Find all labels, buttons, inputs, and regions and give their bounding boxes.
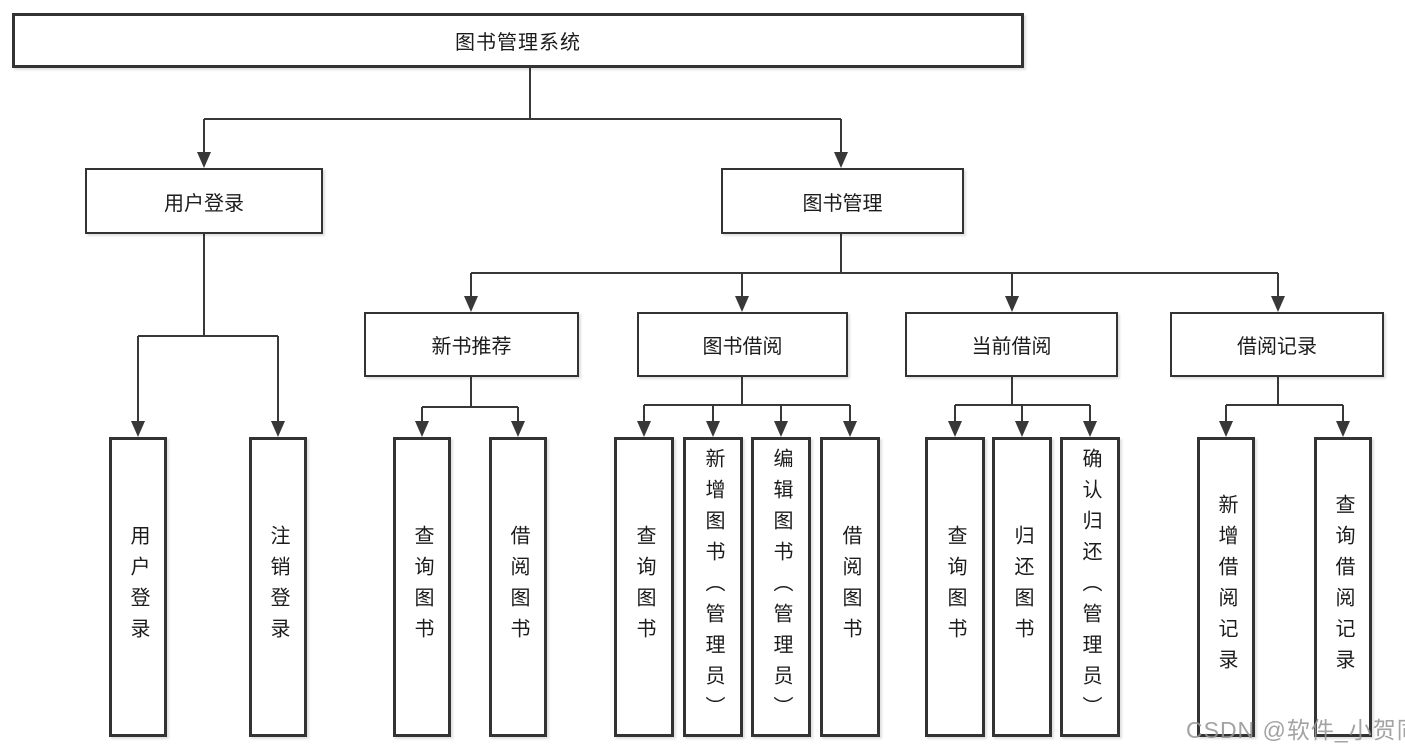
node-book-management: 图书管理 [721, 168, 964, 234]
leaf-label: 新增借阅记录 [1215, 494, 1237, 680]
node-label: 图书借阅 [702, 336, 783, 358]
leaf-label: 查询图书 [411, 525, 433, 649]
leaf-bb-borrow-books: 借阅图书 [820, 437, 880, 737]
leaf-br-add-record: 新增借阅记录 [1197, 437, 1255, 737]
leaf-cb-confirm-return-admin: 确认归还（管理员） [1060, 437, 1120, 737]
node-label: 用户登录 [164, 192, 244, 215]
leaf-br-query-record: 查询借阅记录 [1314, 437, 1372, 737]
leaf-label: 用户登录 [127, 525, 149, 649]
node-label: 当前借阅 [971, 336, 1052, 358]
node-label: 借阅记录 [1237, 336, 1317, 358]
leaf-user-login: 用户登录 [109, 437, 167, 737]
leaf-label: 借阅图书 [507, 525, 529, 649]
leaf-label: 注销登录 [267, 525, 289, 649]
leaf-cb-return-books: 归还图书 [992, 437, 1052, 737]
leaf-bb-query-books: 查询图书 [614, 437, 674, 737]
leaf-label: 确认归还（管理员） [1079, 447, 1101, 727]
node-user-login: 用户登录 [85, 168, 323, 234]
node-current-borrowing: 当前借阅 [905, 312, 1118, 377]
leaf-label: 归还图书 [1011, 525, 1033, 649]
leaf-bb-edit-books-admin: 编辑图书（管理员） [751, 437, 811, 737]
csdn-watermark: CSDN @软件_小贺同学 [1186, 717, 1405, 743]
leaf-label: 查询图书 [944, 525, 966, 649]
leaf-cb-query-books: 查询图书 [925, 437, 985, 737]
leaf-label: 编辑图书（管理员） [770, 447, 792, 727]
leaf-logout: 注销登录 [249, 437, 307, 737]
leaf-label: 新增图书（管理员） [702, 447, 724, 727]
leaf-nbr-query-books: 查询图书 [393, 437, 451, 737]
leaf-label: 查询图书 [633, 525, 655, 649]
node-library-management-system: 图书管理系统 [12, 13, 1024, 68]
edge-arrows [131, 119, 1350, 437]
node-label: 图书管理 [802, 192, 883, 215]
node-label: 图书管理系统 [455, 32, 581, 54]
node-book-borrowing: 图书借阅 [637, 312, 848, 377]
node-borrowing-records: 借阅记录 [1170, 312, 1384, 377]
leaf-nbr-borrow-books: 借阅图书 [489, 437, 547, 737]
node-new-book-recommendation: 新书推荐 [364, 312, 579, 377]
leaf-bb-add-books-admin: 新增图书（管理员） [683, 437, 743, 737]
node-label: 新书推荐 [431, 336, 512, 358]
leaf-label: 借阅图书 [839, 525, 861, 649]
edge-trunk-lines [138, 68, 1343, 408]
leaf-label: 查询借阅记录 [1332, 494, 1354, 680]
